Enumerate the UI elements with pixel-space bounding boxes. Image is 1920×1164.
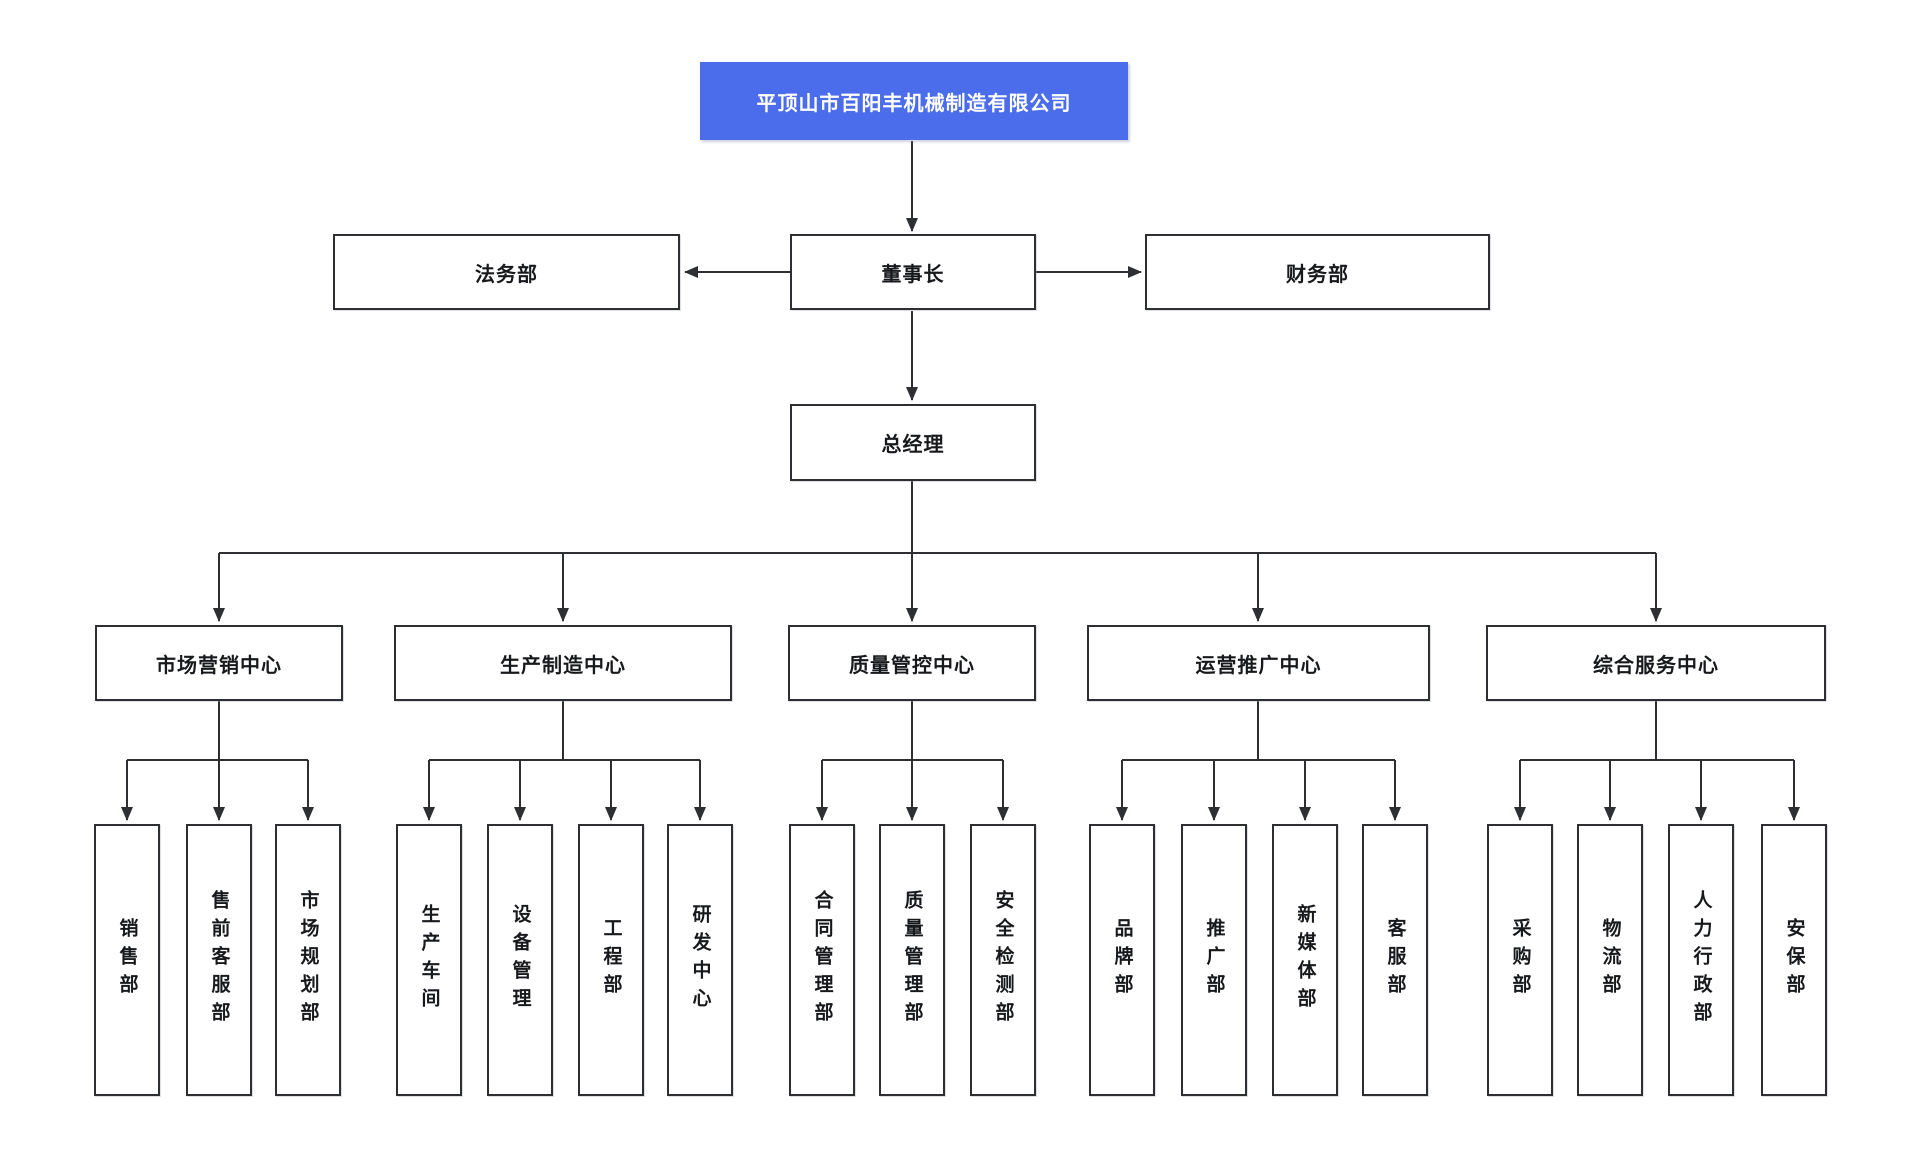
connector-arrows: [121, 141, 1800, 821]
node-center-operations: 运营推广中心: [1087, 625, 1430, 701]
node-dept-logistics: 物流部: [1577, 824, 1643, 1096]
node-dept-hr-admin: 人力行政部: [1668, 824, 1734, 1096]
node-general-manager: 总经理: [790, 404, 1036, 481]
node-dept-rd-center: 研发中心: [667, 824, 733, 1096]
node-dept-safety-inspection: 安全检测部: [970, 824, 1036, 1096]
node-legal-dept: 法务部: [333, 234, 680, 310]
node-dept-new-media: 新媒体部: [1272, 824, 1338, 1096]
node-dept-promotion: 推广部: [1181, 824, 1247, 1096]
node-dept-quality-management: 质量管理部: [879, 824, 945, 1096]
node-dept-presales-service: 售前客服部: [186, 824, 252, 1096]
node-center-marketing: 市场营销中心: [95, 625, 343, 701]
node-center-production: 生产制造中心: [394, 625, 732, 701]
node-center-general-services: 综合服务中心: [1486, 625, 1826, 701]
node-dept-security: 安保部: [1761, 824, 1827, 1096]
node-dept-contract-management: 合同管理部: [789, 824, 855, 1096]
node-dept-equipment-management: 设备管理: [487, 824, 553, 1096]
node-dept-sales: 销售部: [94, 824, 160, 1096]
node-dept-procurement: 采购部: [1487, 824, 1553, 1096]
connector-rails: [127, 481, 1794, 761]
node-dept-engineering: 工程部: [578, 824, 644, 1096]
node-dept-production-workshop: 生产车间: [396, 824, 462, 1096]
node-finance-dept: 财务部: [1145, 234, 1490, 310]
node-dept-market-planning: 市场规划部: [275, 824, 341, 1096]
node-dept-customer-service: 客服部: [1362, 824, 1428, 1096]
node-center-quality: 质量管控中心: [788, 625, 1036, 701]
node-company-root: 平顶山市百阳丰机械制造有限公司: [700, 62, 1128, 140]
node-chairman: 董事长: [790, 234, 1036, 310]
node-dept-brand: 品牌部: [1089, 824, 1155, 1096]
